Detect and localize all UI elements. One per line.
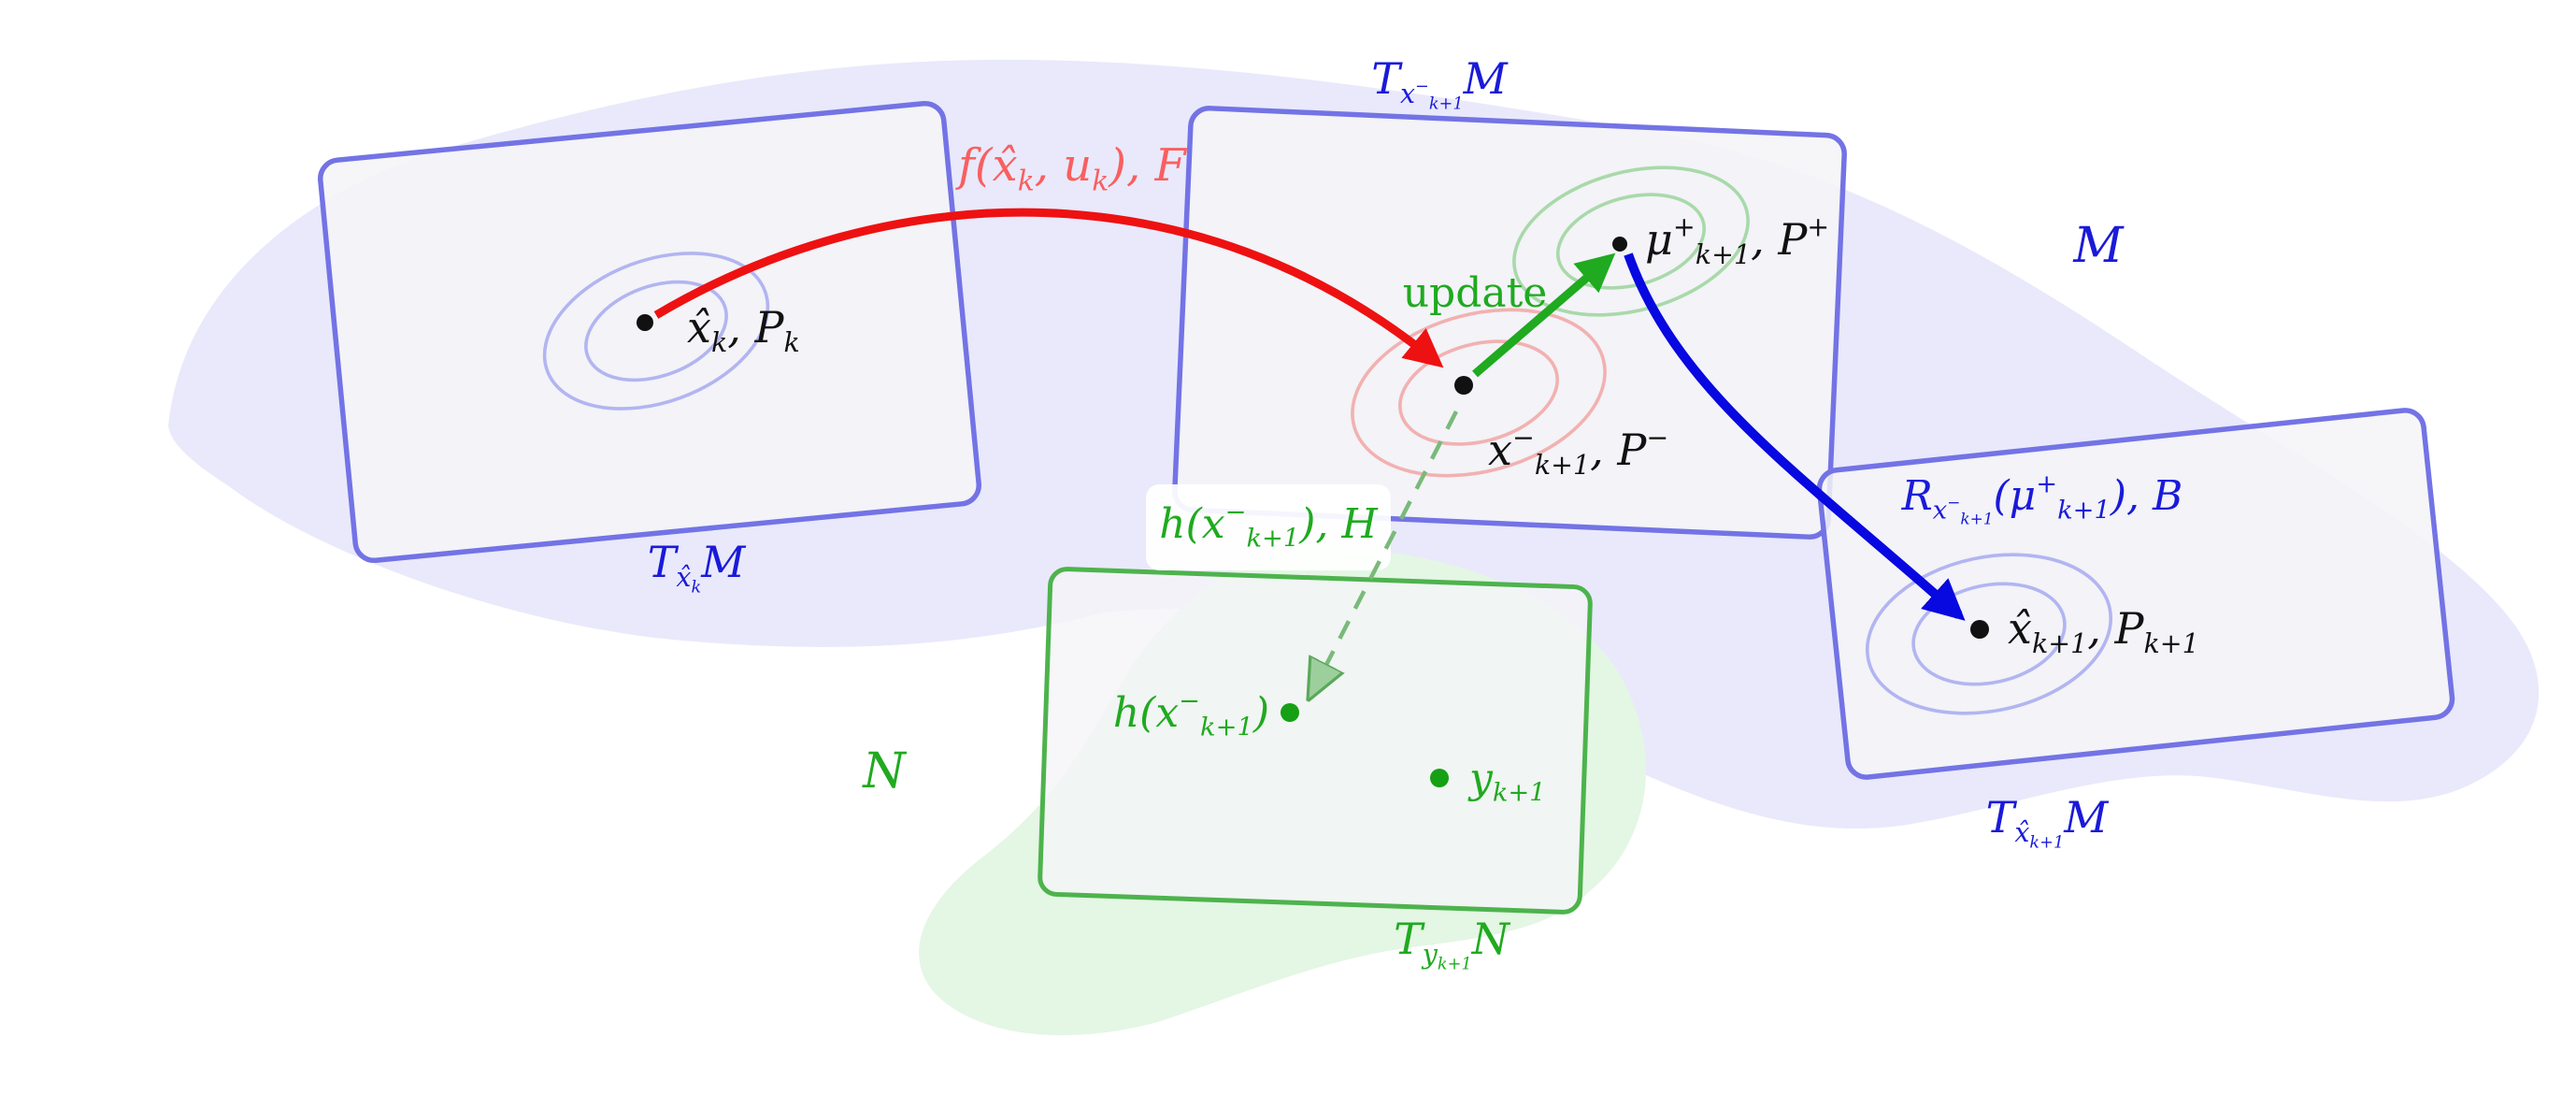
label-manifold-m: M (2072, 218, 2125, 274)
label-state-upd: μ+k+1, P+ (1645, 212, 1829, 270)
observation-dashed-arrow (1310, 410, 1459, 696)
point-xpred (1454, 376, 1473, 395)
point-xupd (1612, 237, 1627, 252)
propagation-arrow (653, 208, 1444, 368)
label-state-k1: x̂k+1, Pk+1 (2008, 603, 2199, 659)
label-manifold-n: N (861, 743, 907, 800)
label-update-arrow: update (1403, 269, 1548, 317)
covariance-ellipses-xk1 (1865, 553, 2113, 715)
label-tangent-plane-xk1: Tx̂k+1M (1986, 792, 2111, 852)
tangent-plane-xpred (1172, 106, 1847, 540)
label-tangent-plane-xk: Tx̂kM (648, 537, 747, 597)
tangent-plane-yk1 (1038, 567, 1593, 915)
label-retraction-arrow: Rx−k+1(μ+k+1), B (1901, 470, 2183, 528)
label-state-pred: x−k+1, P− (1488, 423, 1668, 481)
label-propagation-arrow: f(x̂k, uk), F (955, 139, 1187, 198)
tangent-plane-xk (318, 100, 981, 564)
label-tangent-plane-xpred: Tx−k+1M (1371, 53, 1509, 113)
label-measurement-point: yk+1 (1467, 755, 1546, 808)
update-arrow (1472, 252, 1616, 378)
observation-label-box (1146, 484, 1391, 570)
covariance-ellipses-xpred (1351, 308, 1607, 478)
covariance-ellipses-xk (542, 252, 770, 411)
tangent-plane-xk1 (1816, 408, 2455, 780)
retraction-arrow (1624, 252, 1966, 621)
label-obs-pred-point: h(x−k+1) (1113, 687, 1269, 742)
point-xk (637, 314, 653, 331)
label-observation-arrow: h(x−k+1), H (1159, 498, 1379, 554)
label-state-k: x̂k, Pk (687, 302, 800, 358)
point-xk1 (1970, 620, 1989, 639)
label-tangent-plane-yk1: Tyk+1N (1394, 914, 1511, 973)
point-yk1 (1430, 769, 1449, 787)
point-h-xpred (1281, 703, 1299, 722)
